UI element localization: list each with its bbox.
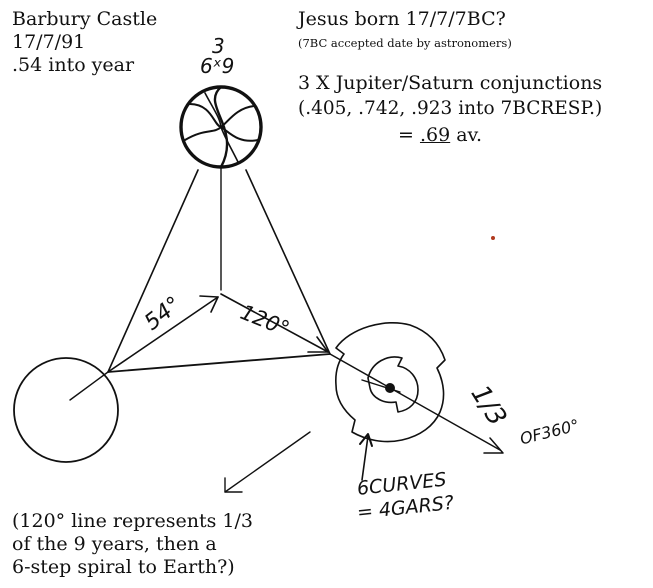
spiral-center-dot bbox=[385, 383, 395, 393]
bottom-note-line-3: 6-step spiral to Earth?) bbox=[12, 556, 235, 579]
conjunctions-values: (.405, .742, .923 into 7BCRESP.) bbox=[298, 98, 603, 119]
bottom-note: (120° line represents 1/3 of the 9 years… bbox=[12, 510, 253, 580]
left-note-date: 17/7/91 bbox=[12, 31, 86, 54]
top-circle-swirl-e bbox=[204, 92, 222, 128]
curves-pointer-arrow-line bbox=[361, 435, 369, 481]
arrow-120-line bbox=[220, 293, 329, 353]
top-circle-swirl-b bbox=[184, 126, 222, 141]
left-note-title: Barbury Castle bbox=[12, 8, 158, 30]
triangle-left-edge bbox=[107, 169, 199, 373]
pointer-arrow-head bbox=[224, 477, 243, 493]
left-circle bbox=[13, 357, 119, 463]
top-circle-swirl-c bbox=[220, 105, 255, 128]
left-note-fraction: .54 into year bbox=[12, 54, 135, 77]
right-note-title: Jesus born 17/7/7BC? bbox=[298, 8, 506, 30]
top-circle-swirl-f bbox=[220, 126, 239, 163]
red-marker-dot bbox=[491, 236, 495, 240]
right-note-subtitle: (7BC accepted date by astronomers) bbox=[298, 36, 512, 50]
arrow-54-line bbox=[107, 296, 219, 373]
triangle-right-edge bbox=[245, 169, 331, 355]
top-number-label: 3 bbox=[212, 34, 225, 58]
top-circle-swirl-a bbox=[189, 103, 222, 128]
left-note: Barbury Castle 17/7/91 .54 into year bbox=[12, 8, 157, 78]
curves-pointer-arrow-head bbox=[359, 433, 373, 447]
arrow-120-head bbox=[307, 336, 329, 353]
triangle-base-line bbox=[107, 353, 331, 373]
top-multiplier-label: 6ˣ9 bbox=[200, 54, 235, 78]
arrow-54-head bbox=[199, 295, 219, 313]
top-circle-swirl-d bbox=[220, 126, 259, 142]
long-radial-arrowhead bbox=[483, 437, 504, 454]
average-value: .69 bbox=[419, 124, 451, 146]
bottom-note-line-2: of the 9 years, then a bbox=[12, 533, 217, 556]
spiral-center-line bbox=[361, 379, 401, 393]
spiral-inner-ring bbox=[367, 356, 419, 413]
left-circle-arrow-stub bbox=[69, 371, 109, 401]
pointer-arrow-line bbox=[224, 431, 311, 493]
spiral-outer-ring bbox=[335, 321, 446, 443]
average-prefix: = bbox=[398, 124, 420, 146]
average-line: = .69 av. bbox=[398, 124, 482, 147]
conjunctions-line: 3 X Jupiter/Saturn conjunctions bbox=[298, 72, 603, 94]
bottom-note-line-1: (120° line represents 1/3 bbox=[12, 510, 253, 532]
average-suffix: av. bbox=[450, 124, 483, 146]
top-circle-swirl-main bbox=[213, 85, 229, 169]
